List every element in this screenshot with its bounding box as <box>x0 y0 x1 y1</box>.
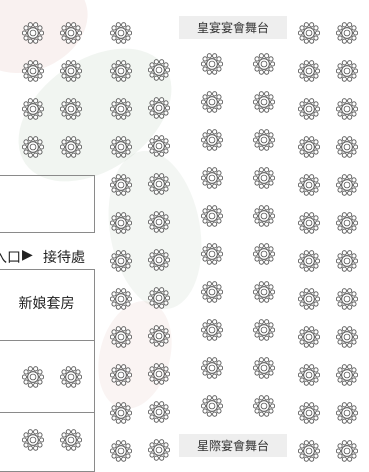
table-icon <box>298 288 320 310</box>
table-icon <box>148 325 170 347</box>
table-icon <box>60 98 82 120</box>
table-icon <box>22 60 44 82</box>
arrow-right-icon: ▶ <box>22 247 33 263</box>
table-icon <box>253 395 275 417</box>
table-icon <box>336 364 358 386</box>
table-icon <box>298 440 320 462</box>
table-icon <box>110 440 132 462</box>
table-icon <box>336 174 358 196</box>
table-icon <box>148 135 170 157</box>
table-icon <box>110 250 132 272</box>
table-icon <box>298 60 320 82</box>
table-icon <box>298 174 320 196</box>
table-icon <box>148 363 170 385</box>
table-icon <box>253 319 275 341</box>
stage-top-label: 皇宴宴會舞台 <box>196 21 269 35</box>
table-icon <box>253 357 275 379</box>
table-icon <box>253 167 275 189</box>
table-icon <box>148 97 170 119</box>
table-icon <box>110 98 132 120</box>
table-icon <box>22 366 44 388</box>
table-icon <box>201 319 223 341</box>
table-icon <box>336 22 358 44</box>
stage-bottom: 星際宴會舞台 <box>179 434 287 457</box>
table-icon <box>60 429 82 451</box>
bridal-suite: 新娘套房 <box>0 269 95 341</box>
table-icon <box>336 136 358 158</box>
table-icon <box>253 281 275 303</box>
stage-top: 皇宴宴會舞台 <box>179 16 287 39</box>
table-icon <box>336 288 358 310</box>
table-icon <box>60 60 82 82</box>
bridal-suite-label: 新娘套房 <box>18 296 75 312</box>
table-icon <box>110 22 132 44</box>
table-icon <box>253 91 275 113</box>
table-icon <box>201 243 223 265</box>
table-icon <box>253 243 275 265</box>
table-icon <box>148 401 170 423</box>
table-icon <box>253 129 275 151</box>
table-icon <box>22 98 44 120</box>
table-icon <box>22 136 44 158</box>
table-icon <box>336 402 358 424</box>
table-icon <box>201 357 223 379</box>
table-icon <box>148 287 170 309</box>
table-icon <box>110 364 132 386</box>
table-icon <box>110 60 132 82</box>
entrance-reception: 入口 ▶ 接待處 <box>0 247 102 269</box>
reception-label: 接待處 <box>43 250 85 266</box>
leaf-watermark <box>0 0 104 92</box>
table-icon <box>60 22 82 44</box>
table-icon <box>298 364 320 386</box>
table-icon <box>110 136 132 158</box>
table-icon <box>298 136 320 158</box>
side-room <box>0 175 95 233</box>
table-icon <box>201 205 223 227</box>
table-icon <box>110 174 132 196</box>
table-icon <box>110 212 132 234</box>
table-icon <box>201 167 223 189</box>
table-icon <box>298 22 320 44</box>
entrance-label: 入口 <box>0 250 21 266</box>
table-icon <box>148 439 170 461</box>
table-icon <box>298 98 320 120</box>
table-icon <box>148 173 170 195</box>
table-icon <box>253 205 275 227</box>
table-icon <box>22 22 44 44</box>
table-icon <box>336 98 358 120</box>
table-icon <box>298 212 320 234</box>
table-icon <box>336 326 358 348</box>
table-icon <box>22 429 44 451</box>
table-icon <box>148 59 170 81</box>
table-icon <box>110 326 132 348</box>
table-icon <box>298 250 320 272</box>
table-icon <box>60 366 82 388</box>
table-icon <box>110 288 132 310</box>
table-icon <box>201 91 223 113</box>
table-icon <box>201 129 223 151</box>
table-icon <box>201 395 223 417</box>
table-icon <box>298 326 320 348</box>
table-icon <box>253 53 275 75</box>
table-icon <box>60 136 82 158</box>
stage-bottom-label: 星際宴會舞台 <box>196 439 269 453</box>
table-icon <box>336 440 358 462</box>
table-icon <box>298 402 320 424</box>
table-icon <box>201 53 223 75</box>
table-icon <box>336 60 358 82</box>
table-icon <box>336 250 358 272</box>
leaf-watermark <box>86 292 184 418</box>
table-icon <box>148 211 170 233</box>
table-icon <box>201 281 223 303</box>
table-icon <box>110 402 132 424</box>
table-icon <box>148 249 170 271</box>
table-icon <box>336 212 358 234</box>
